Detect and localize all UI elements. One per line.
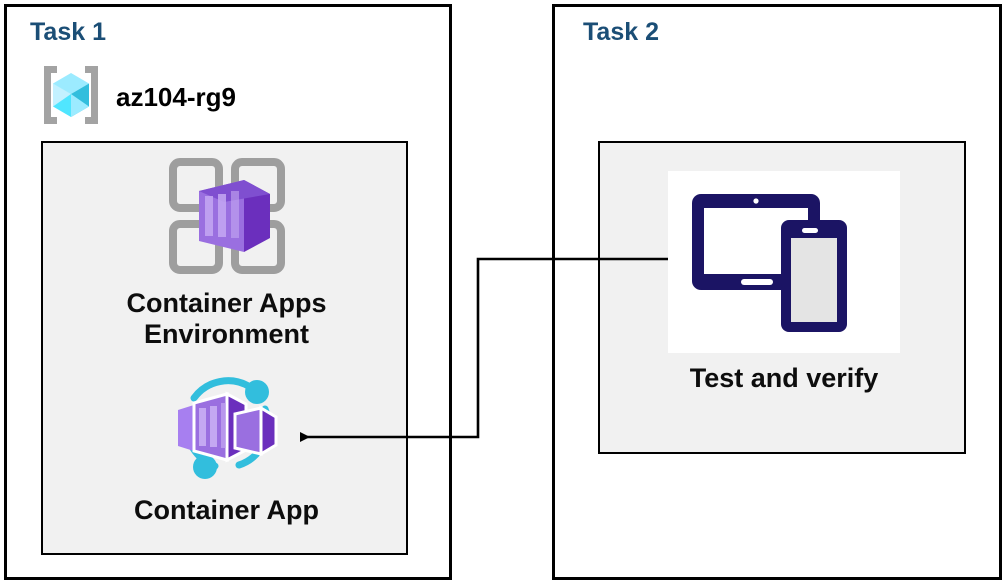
node-container-apps-environment: Container Apps Environment xyxy=(43,153,410,349)
node-label-test-and-verify: Test and verify xyxy=(689,363,879,393)
resource-group-label: az104-rg9 xyxy=(116,82,236,112)
task-2-title: Task 2 xyxy=(583,18,659,46)
task-1-inner-box: Container Apps Environment xyxy=(41,141,408,555)
container-apps-environment-icon xyxy=(164,153,290,284)
task-2-inner-box: Test and verify xyxy=(598,141,966,454)
resource-group-icon xyxy=(36,60,106,135)
node-label-container-app: Container App xyxy=(134,495,319,525)
task-1-title: Task 1 xyxy=(30,18,106,46)
test-devices-icon xyxy=(668,171,900,353)
node-container-app: Container App xyxy=(43,368,410,526)
node-test-and-verify: Test and verify xyxy=(600,171,968,394)
node-label-container-apps-environment: Container Apps Environment xyxy=(126,288,327,349)
resource-group-row: az104-rg9 xyxy=(36,60,236,135)
container-app-icon xyxy=(164,368,290,491)
